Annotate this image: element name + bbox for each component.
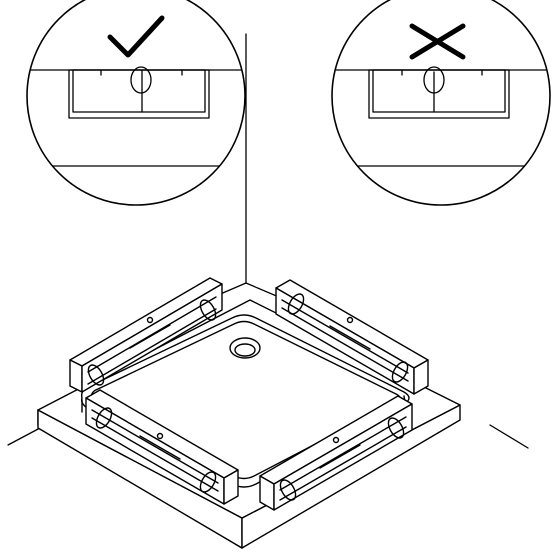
magnifier-incorrect [331, 0, 551, 206]
spirit-level-front-right [259, 395, 413, 511]
spirit-level-front-left [85, 389, 239, 505]
level-groove [91, 409, 219, 484]
level-end-face [69, 359, 83, 393]
level-groove [279, 416, 407, 491]
level-screw [156, 432, 164, 440]
spirit-level-back-right [275, 279, 429, 395]
level-end-face [413, 359, 429, 395]
level-end-face [223, 469, 239, 505]
level-center-vial [319, 444, 361, 469]
spirit-level-back-left [69, 277, 223, 393]
cross-icon [409, 23, 466, 60]
bubble [130, 66, 152, 94]
level-screw [332, 436, 340, 444]
level-groove [91, 417, 219, 492]
level-screw [146, 316, 154, 324]
level-vial [199, 299, 217, 321]
level-groove [87, 308, 217, 385]
level-center-vial [329, 325, 371, 350]
floor-line [489, 424, 529, 449]
level-vial [199, 471, 217, 493]
floor-line [7, 427, 41, 446]
magnifier-correct [26, 0, 246, 206]
level-vial [87, 364, 105, 386]
level-groove [87, 296, 217, 373]
check-mark-icon [107, 15, 165, 58]
level-center-vial [139, 435, 181, 460]
level-vial [391, 361, 409, 383]
floor-lines [7, 424, 529, 449]
level-center-vial [129, 324, 171, 349]
vial-window-inner [72, 69, 206, 113]
level-vial [279, 479, 297, 501]
level-screw [346, 316, 354, 324]
magnifier-circle [26, 0, 246, 206]
drain-inner [234, 343, 256, 357]
level-vial [287, 293, 305, 315]
bubble [423, 66, 445, 94]
level-groove [281, 299, 409, 374]
magnifier-circle [331, 0, 551, 206]
level-side-face [81, 283, 223, 393]
vial-window-inner [372, 69, 506, 113]
level-groove [281, 307, 409, 382]
level-vial [95, 407, 113, 429]
level-vial [387, 417, 405, 439]
level-groove [279, 426, 407, 501]
